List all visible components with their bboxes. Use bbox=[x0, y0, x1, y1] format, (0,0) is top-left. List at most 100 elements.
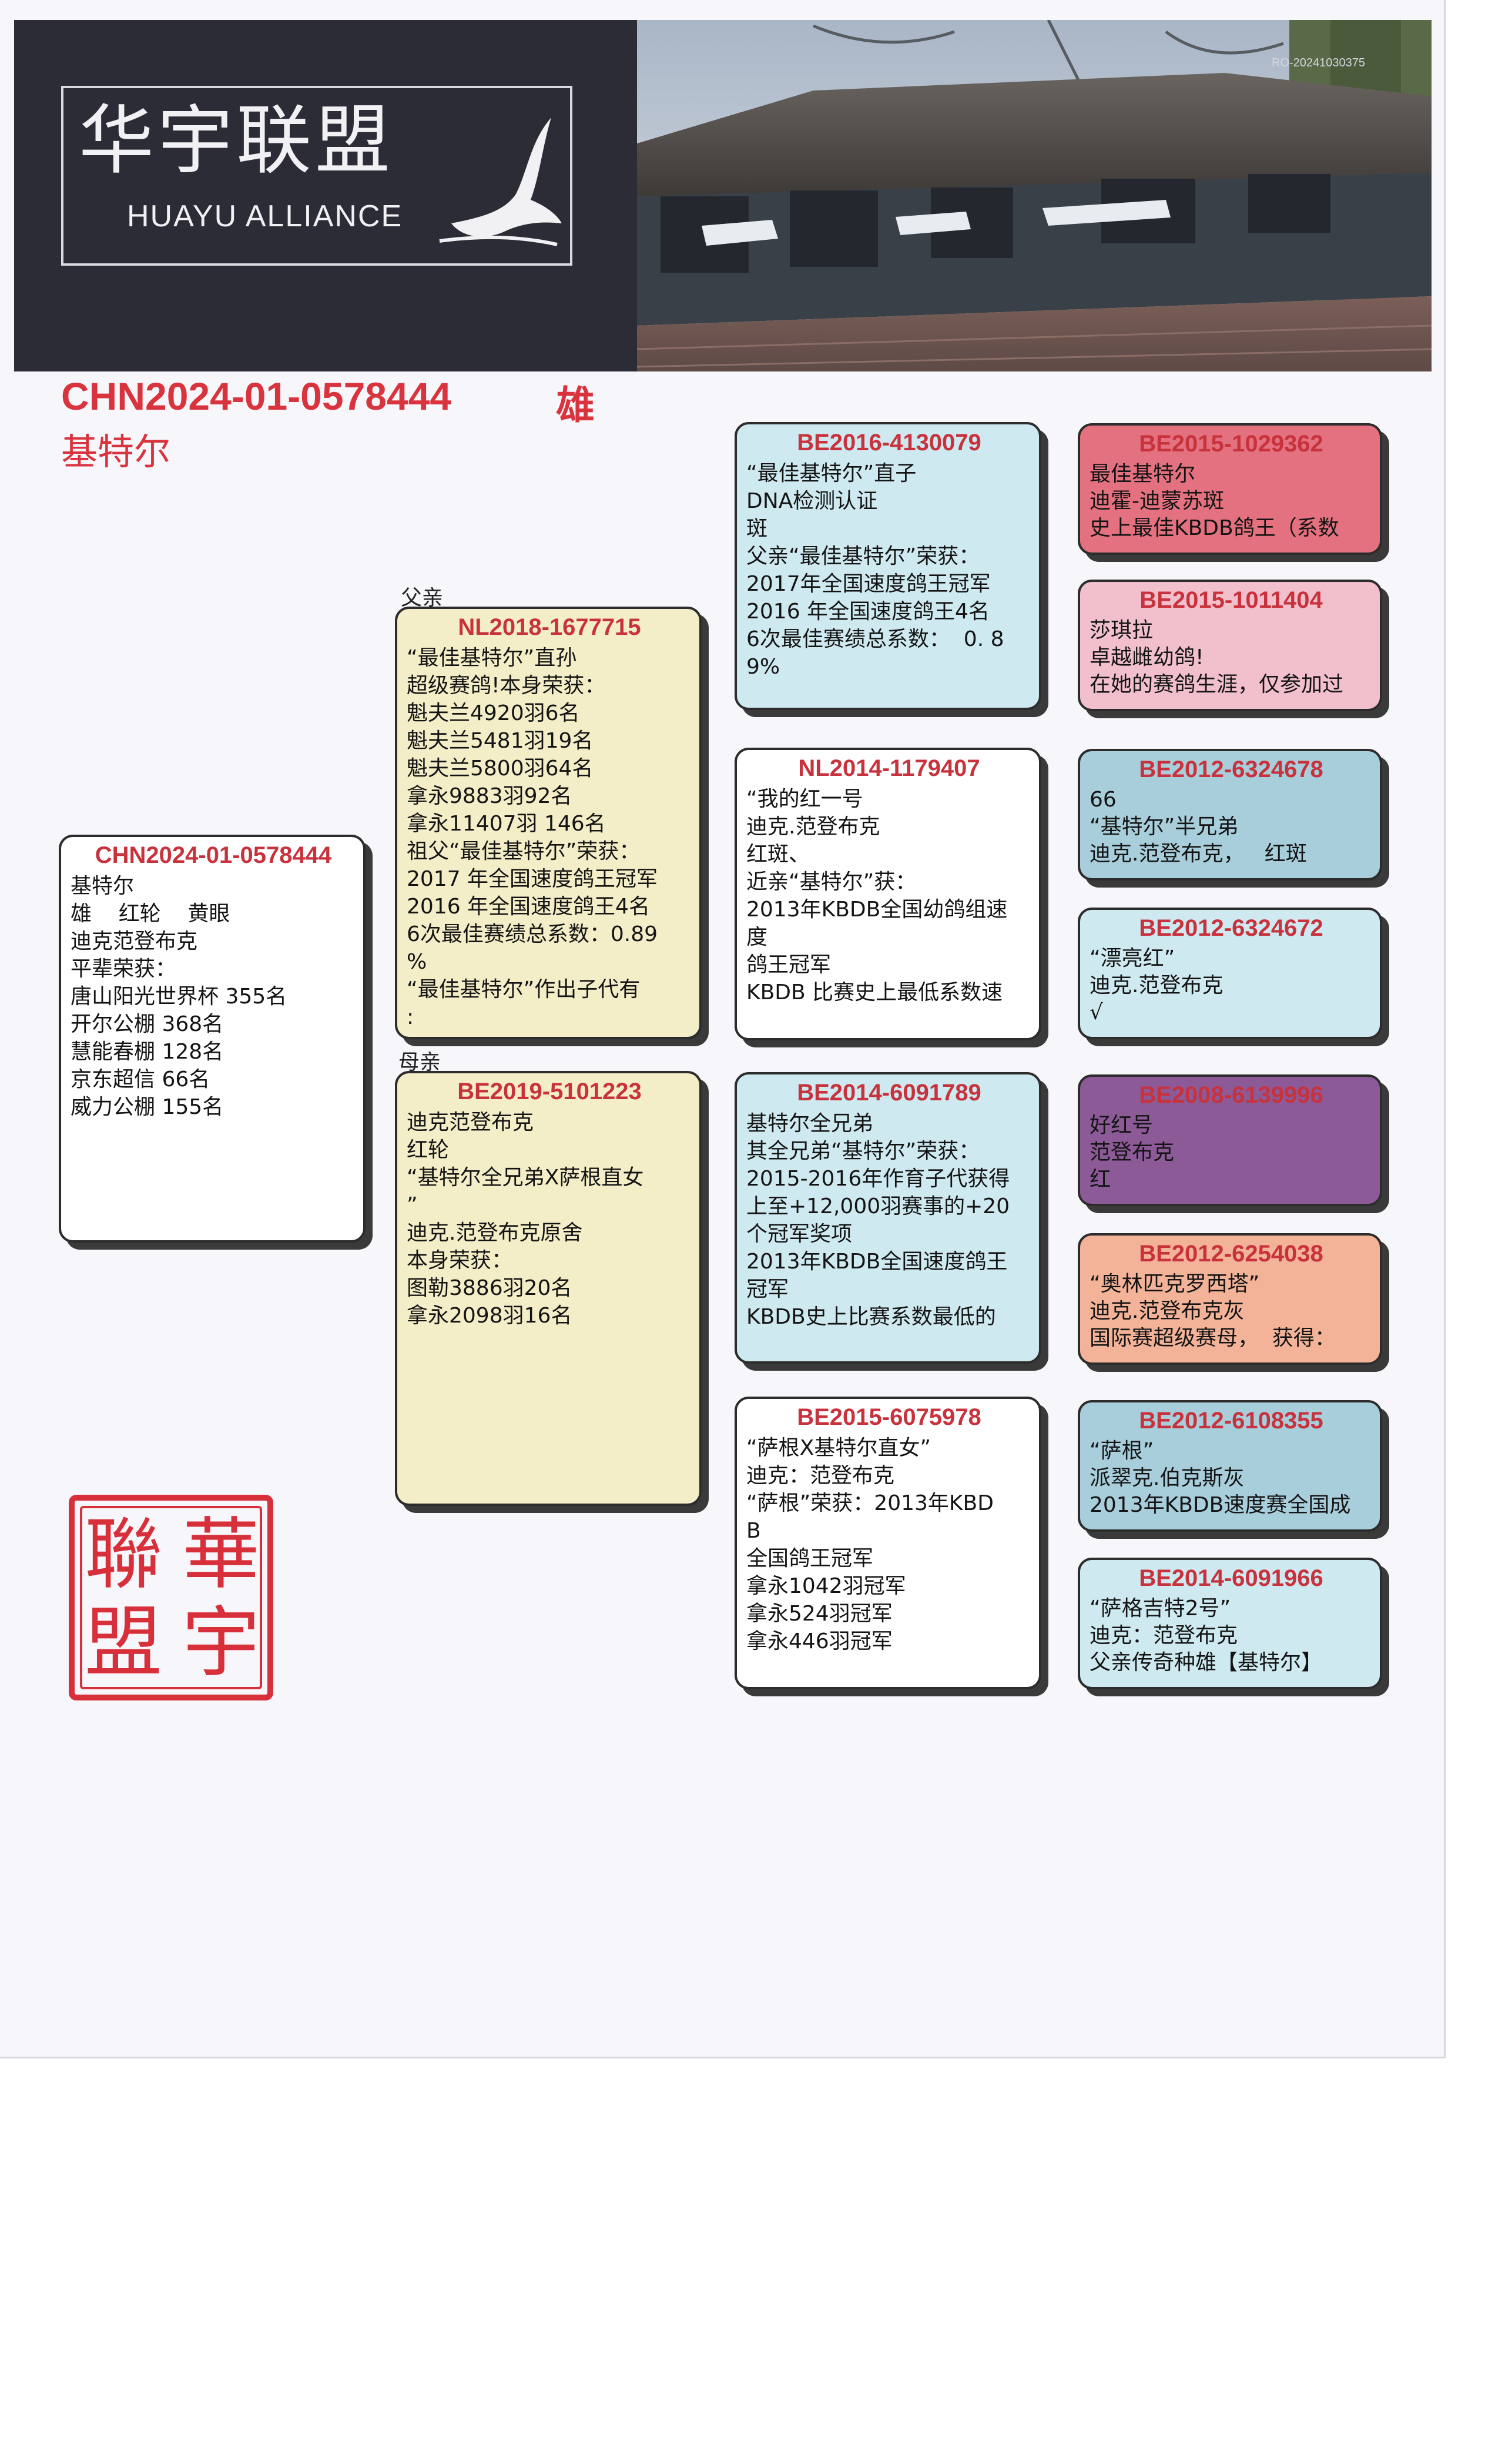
seal-char-4: 盟 bbox=[85, 1598, 162, 1688]
card-detail-line: % bbox=[407, 950, 427, 974]
card-detail-line: 好红号 bbox=[1090, 1113, 1154, 1137]
card-detail-line: “最佳基特尔”直孙 bbox=[407, 646, 577, 670]
card-detail-line: “我的红一号 bbox=[746, 787, 863, 811]
card-detail-line: 红 bbox=[1090, 1167, 1111, 1191]
card-details: “奥林匹克罗西塔”迪克.范登布克灰国际赛超级赛母， 获得： bbox=[1090, 1271, 1373, 1352]
card-detail-line: DNA检测认证 bbox=[746, 489, 878, 513]
card-detail-line: 2015-2016年作育子代获得 bbox=[746, 1167, 1010, 1191]
card-detail-line: 父亲传奇种雄【基特尔】 bbox=[1090, 1651, 1323, 1675]
pedigree-card-sire-dam: NL2014-1179407 “我的红一号迪克.范登布克红斑、近亲“基特尔”获：… bbox=[735, 748, 1041, 1040]
photo-code: RO-20241030375 bbox=[1272, 56, 1366, 69]
subject-sex: 雄 bbox=[556, 383, 595, 428]
card-detail-line: 魁夫兰4920羽6名 bbox=[407, 701, 580, 725]
card-detail-line: 在她的赛鸽生涯，仅参加过 bbox=[1090, 672, 1344, 697]
card-ring-number: BE2012-6254038 bbox=[1139, 1241, 1323, 1267]
card-detail-line: 拿永9883羽92名 bbox=[407, 784, 572, 808]
card-detail-line: 慧能春棚 128名 bbox=[71, 1040, 224, 1064]
pedigree-card-gen3-6: BE2012-6254038 “奥林匹克罗西塔”迪克.范登布克灰国际赛超级赛母，… bbox=[1078, 1233, 1382, 1365]
card-detail-line: 莎琪拉 bbox=[1090, 618, 1154, 642]
card-details: 迪克范登布克红轮“基特尔全兄弟X萨根直女”迪克.范登布克原舍本身荣获：图勒388… bbox=[407, 1109, 692, 1330]
card-ring-number: BE2015-1029362 bbox=[1139, 431, 1323, 457]
card-detail-line: 魁夫兰5481羽19名 bbox=[407, 729, 594, 753]
card-detail-line: “最佳基特尔”作出子代有 bbox=[407, 977, 641, 1002]
card-detail-line: 超级赛鸽!本身荣获： bbox=[407, 674, 606, 698]
card-detail-line: “萨根”荣获：2013年KBD bbox=[746, 1491, 994, 1515]
card-ring-number: NL2018-1677715 bbox=[458, 614, 641, 640]
card-detail-line: 史上最佳KBDB鸽王（系数 bbox=[1090, 516, 1339, 540]
card-details: 好红号范登布克红 bbox=[1090, 1112, 1373, 1193]
card-detail-line: 迪克.范登布克 bbox=[1090, 973, 1224, 997]
card-detail-line: 最佳基特尔 bbox=[1090, 462, 1196, 486]
card-detail-line: 冠军 bbox=[746, 1277, 789, 1301]
card-details: “最佳基特尔”直孙超级赛鸽!本身荣获： 魁夫兰4920羽6名魁夫兰5481羽19名… bbox=[407, 644, 692, 1031]
card-detail-line: 卓越雌幼鸽! bbox=[1090, 645, 1204, 669]
card-detail-line: 2013年KBDB全国速度鸽王 bbox=[746, 1250, 1008, 1274]
card-detail-line: 平辈荣获： bbox=[71, 957, 177, 981]
card-ring-number: BE2016-4130079 bbox=[797, 430, 981, 456]
card-detail-line: “萨根X基特尔直女” bbox=[746, 1436, 931, 1460]
card-detail-line: 近亲“基特尔”获： bbox=[746, 870, 917, 894]
card-details: 基特尔全兄弟其全兄弟“基特尔”荣获： 2015-2016年作育子代获得上至+12,… bbox=[746, 1110, 1032, 1331]
card-detail-line: 个冠军奖项 bbox=[746, 1222, 853, 1246]
card-detail-line: 2016 年全国速度鸽王4名 bbox=[407, 895, 650, 919]
card-details: “我的红一号迪克.范登布克红斑、近亲“基特尔”获：2013年KBDB全国幼鸽组速… bbox=[746, 785, 1032, 1006]
card-detail-line: 派翠克.伯克斯灰 bbox=[1090, 1466, 1245, 1490]
card-detail-line: 2013年KBDB速度赛全国成 bbox=[1090, 1493, 1351, 1517]
pedigree-card-gen3-1: BE2015-1029362 最佳基特尔迪霍-迪蒙苏斑史上最佳KBDB鸽王（系数 bbox=[1078, 423, 1382, 555]
pedigree-card-dam: BE2019-5101223 迪克范登布克红轮“基特尔全兄弟X萨根直女”迪克.范… bbox=[395, 1071, 702, 1506]
pedigree-sheet: 华宇联盟 HUAYU ALLIANCE RO-20241030375 CHN20… bbox=[0, 0, 1446, 2058]
card-detail-line: 迪克范登布克 bbox=[407, 1110, 534, 1134]
card-detail-line: 迪克.范登布克原舍 bbox=[407, 1221, 583, 1245]
card-detail-line: 本身荣获： bbox=[407, 1248, 513, 1273]
card-detail-line: KBDB 比赛史上最低系数速 bbox=[746, 980, 1003, 1005]
card-detail-line: 拿永1042羽冠军 bbox=[746, 1574, 906, 1598]
card-detail-line: 魁夫兰5800羽64名 bbox=[407, 756, 594, 781]
card-detail-line: 雄 红轮 黄眼 bbox=[71, 902, 230, 926]
pedigree-card-gen3-8: BE2014-6091966 “萨格吉特2号”迪克：范登布克父亲传奇种雄【基特尔… bbox=[1078, 1558, 1382, 1689]
card-details: 66“基特尔”半兄弟迪克.范登布克， 红斑 bbox=[1090, 786, 1373, 868]
card-detail-line: 迪克.范登布克， 红斑 bbox=[1090, 842, 1307, 866]
card-detail-line: ” bbox=[407, 1193, 418, 1217]
pedigree-card-gen3-5: BE2008-6139996 好红号范登布克红 bbox=[1078, 1074, 1382, 1206]
card-detail-line: 其全兄弟“基特尔”荣获： bbox=[746, 1139, 980, 1163]
card-detail-line: 拿永524羽冠军 bbox=[746, 1602, 893, 1626]
card-detail-line: “奥林匹克罗西塔” bbox=[1090, 1272, 1260, 1296]
card-detail-line: 迪克：范登布克 bbox=[1090, 1623, 1238, 1648]
pedigree-card-gen3-3: BE2012-6324678 66“基特尔”半兄弟迪克.范登布克， 红斑 bbox=[1078, 749, 1382, 881]
card-details: 莎琪拉卓越雌幼鸽! 在她的赛鸽生涯，仅参加过 bbox=[1090, 617, 1373, 698]
card-detail-line: “萨格吉特2号” bbox=[1090, 1596, 1231, 1621]
red-seal-stamp: 華 宇 聯 盟 bbox=[69, 1495, 273, 1700]
card-detail-line: 基特尔全兄弟 bbox=[746, 1112, 874, 1136]
card-detail-line: 上至+12,000羽赛事的+20 bbox=[746, 1194, 1010, 1218]
card-ring-number: BE2012-6324678 bbox=[1139, 756, 1323, 782]
card-detail-line: 拿永2098羽16名 bbox=[407, 1304, 572, 1328]
card-ring-number: BE2015-1011404 bbox=[1139, 587, 1323, 613]
card-detail-line: “基特尔全兄弟X萨根直女 bbox=[407, 1166, 644, 1190]
card-detail-line: 祖父“最佳基特尔”荣获： bbox=[407, 839, 641, 863]
subject-name: 基特尔 bbox=[61, 430, 171, 473]
card-detail-line: 拿永446羽冠军 bbox=[746, 1629, 893, 1653]
card-detail-line: 国际赛超级赛母， 获得： bbox=[1090, 1326, 1336, 1350]
card-detail-line: 全国鸽王冠军 bbox=[746, 1546, 874, 1571]
card-detail-line: B bbox=[746, 1519, 761, 1543]
dam-label: 母亲 bbox=[398, 1050, 441, 1074]
card-detail-line: 6次最佳赛绩总系数： 0. 8 bbox=[746, 627, 1004, 651]
seal-char-2: 宇 bbox=[182, 1598, 260, 1688]
loft-photo bbox=[637, 20, 1432, 371]
card-ring-number: BE2012-6324672 bbox=[1139, 915, 1323, 941]
card-detail-line: 迪霍-迪蒙苏斑 bbox=[1090, 489, 1224, 513]
card-details: 基特尔雄 红轮 黄眼迪克范登布克平辈荣获：唐山阳光世界杯 355名开尔公棚 36… bbox=[71, 872, 356, 1121]
card-detail-line: 鸽王冠军 bbox=[746, 953, 832, 977]
card-detail-line: 图勒3886羽20名 bbox=[407, 1276, 572, 1300]
subject-ring-number: CHN2024-01-0578444 bbox=[61, 374, 452, 418]
pedigree-card-gen3-4: BE2012-6324672 “漂亮红”迪克.范登布克√ bbox=[1078, 908, 1382, 1039]
card-details: “萨格吉特2号”迪克：范登布克父亲传奇种雄【基特尔】 bbox=[1090, 1595, 1373, 1676]
card-detail-line: 2017年全国速度鸽王冠军 bbox=[746, 572, 991, 596]
card-ring-number: BE2019-5101223 bbox=[457, 1079, 642, 1104]
card-ring-number: BE2008-6139996 bbox=[1139, 1082, 1323, 1108]
logo-chinese-text: 华宇联盟 bbox=[79, 97, 394, 185]
